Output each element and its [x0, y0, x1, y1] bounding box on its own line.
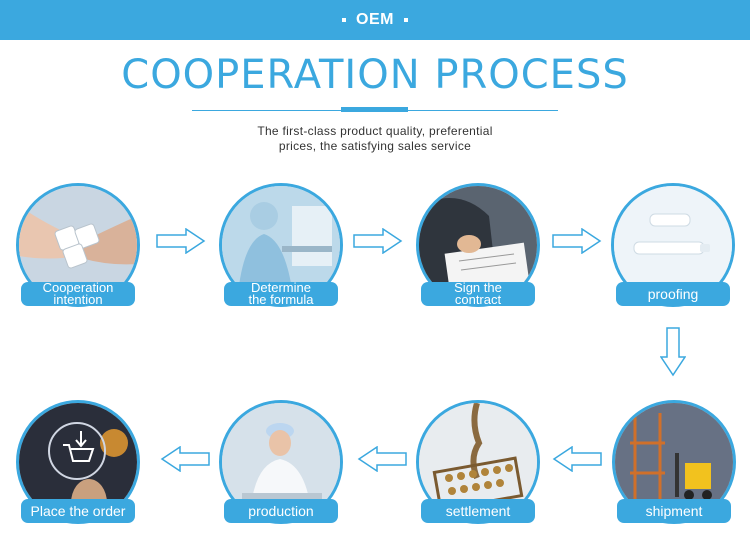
subtitle-line-1: The first-class product quality, prefere…: [257, 124, 493, 138]
oem-tag: OEM: [0, 0, 750, 40]
arrow-right-icon: [156, 228, 206, 254]
step-label: shipment: [617, 499, 731, 523]
cart-download-icon: [16, 400, 140, 524]
step-settlement: settlement: [416, 400, 540, 524]
step-label: settlement: [421, 499, 535, 523]
arrow-right-icon: [552, 228, 602, 254]
oem-label: OEM: [356, 11, 394, 28]
arrow-left-icon: [357, 446, 407, 472]
arrow-right-icon: [353, 228, 403, 254]
step-label: production: [224, 499, 338, 523]
step-label: proofing: [616, 282, 730, 306]
step-shipment: shipment: [612, 400, 736, 524]
step-place-order: Place the order: [16, 400, 140, 524]
subtitle-line-2: prices, the satisfying sales service: [278, 139, 472, 153]
top-banner: [0, 0, 750, 40]
arrow-down-icon: [660, 327, 686, 377]
title-accent-bar: [341, 107, 408, 112]
page-title: COOPERATION PROCESS: [121, 52, 629, 98]
step-proofing: proofing: [611, 183, 735, 307]
page-subtitle: The first-class product quality, prefere…: [200, 124, 550, 154]
arrow-left-icon: [552, 446, 602, 472]
arrow-left-icon: [160, 446, 210, 472]
step-label: Place the order: [21, 499, 135, 523]
step-production: production: [219, 400, 343, 524]
